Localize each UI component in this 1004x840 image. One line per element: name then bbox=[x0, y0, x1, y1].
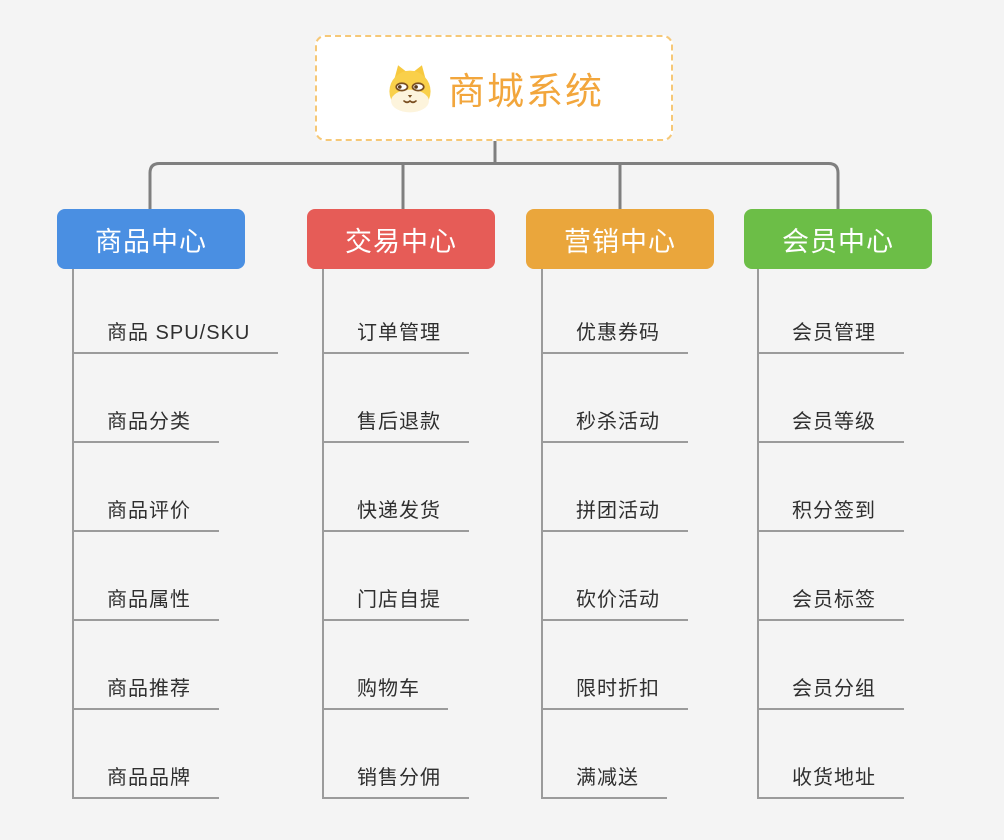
leaf-node[interactable]: 优惠券码 bbox=[543, 269, 688, 354]
branch-children-trade-center: 订单管理 售后退款 快递发货 门店自提 购物车 销售分佣 bbox=[322, 269, 469, 799]
leaf-node[interactable]: 门店自提 bbox=[324, 532, 469, 621]
branch-children-product-center: 商品 SPU/SKU 商品分类 商品评价 商品属性 商品推荐 商品品牌 bbox=[72, 269, 279, 799]
leaf-node[interactable]: 商品品牌 bbox=[74, 710, 219, 799]
leaf-node[interactable]: 积分签到 bbox=[759, 443, 904, 532]
leaf-node[interactable]: 收货地址 bbox=[759, 710, 904, 799]
branch-children-marketing-center: 优惠券码 秒杀活动 拼团活动 砍价活动 限时折扣 满减送 bbox=[541, 269, 688, 799]
branch-node-member-center[interactable]: 会员中心 bbox=[744, 209, 932, 269]
root-title: 商城系统 bbox=[448, 71, 604, 112]
leaf-node[interactable]: 满减送 bbox=[543, 710, 667, 799]
leaf-node[interactable]: 商品属性 bbox=[74, 532, 219, 621]
shiba-dog-icon bbox=[389, 65, 431, 113]
branch-label: 交易中心 bbox=[345, 226, 457, 257]
branch-label: 商品中心 bbox=[95, 226, 207, 257]
branch-label: 会员中心 bbox=[782, 226, 894, 257]
leaf-node[interactable]: 商品推荐 bbox=[74, 621, 219, 710]
leaf-node[interactable]: 会员等级 bbox=[759, 354, 904, 443]
leaf-node[interactable]: 砍价活动 bbox=[543, 532, 688, 621]
branch-label: 营销中心 bbox=[564, 226, 676, 257]
leaf-node[interactable]: 商品分类 bbox=[74, 354, 219, 443]
leaf-node[interactable]: 会员管理 bbox=[759, 269, 904, 354]
leaf-node[interactable]: 售后退款 bbox=[324, 354, 469, 443]
leaf-node[interactable]: 秒杀活动 bbox=[543, 354, 688, 443]
branch-children-member-center: 会员管理 会员等级 积分签到 会员标签 会员分组 收货地址 bbox=[757, 269, 904, 799]
branch-node-trade-center[interactable]: 交易中心 bbox=[307, 209, 495, 269]
leaf-node[interactable]: 限时折扣 bbox=[543, 621, 688, 710]
leaf-node[interactable]: 会员分组 bbox=[759, 621, 904, 710]
branch-node-product-center[interactable]: 商品中心 bbox=[57, 209, 245, 269]
leaf-node[interactable]: 快递发货 bbox=[324, 443, 469, 532]
leaf-node[interactable]: 会员标签 bbox=[759, 532, 904, 621]
leaf-node[interactable]: 拼团活动 bbox=[543, 443, 688, 532]
leaf-node[interactable]: 商品 SPU/SKU bbox=[74, 269, 279, 354]
leaf-node[interactable]: 购物车 bbox=[324, 621, 448, 710]
leaf-node[interactable]: 订单管理 bbox=[324, 269, 469, 354]
leaf-node[interactable]: 商品评价 bbox=[74, 443, 219, 532]
root-node[interactable]: 商城系统 bbox=[315, 35, 673, 141]
branch-node-marketing-center[interactable]: 营销中心 bbox=[526, 209, 714, 269]
leaf-node[interactable]: 销售分佣 bbox=[324, 710, 469, 799]
